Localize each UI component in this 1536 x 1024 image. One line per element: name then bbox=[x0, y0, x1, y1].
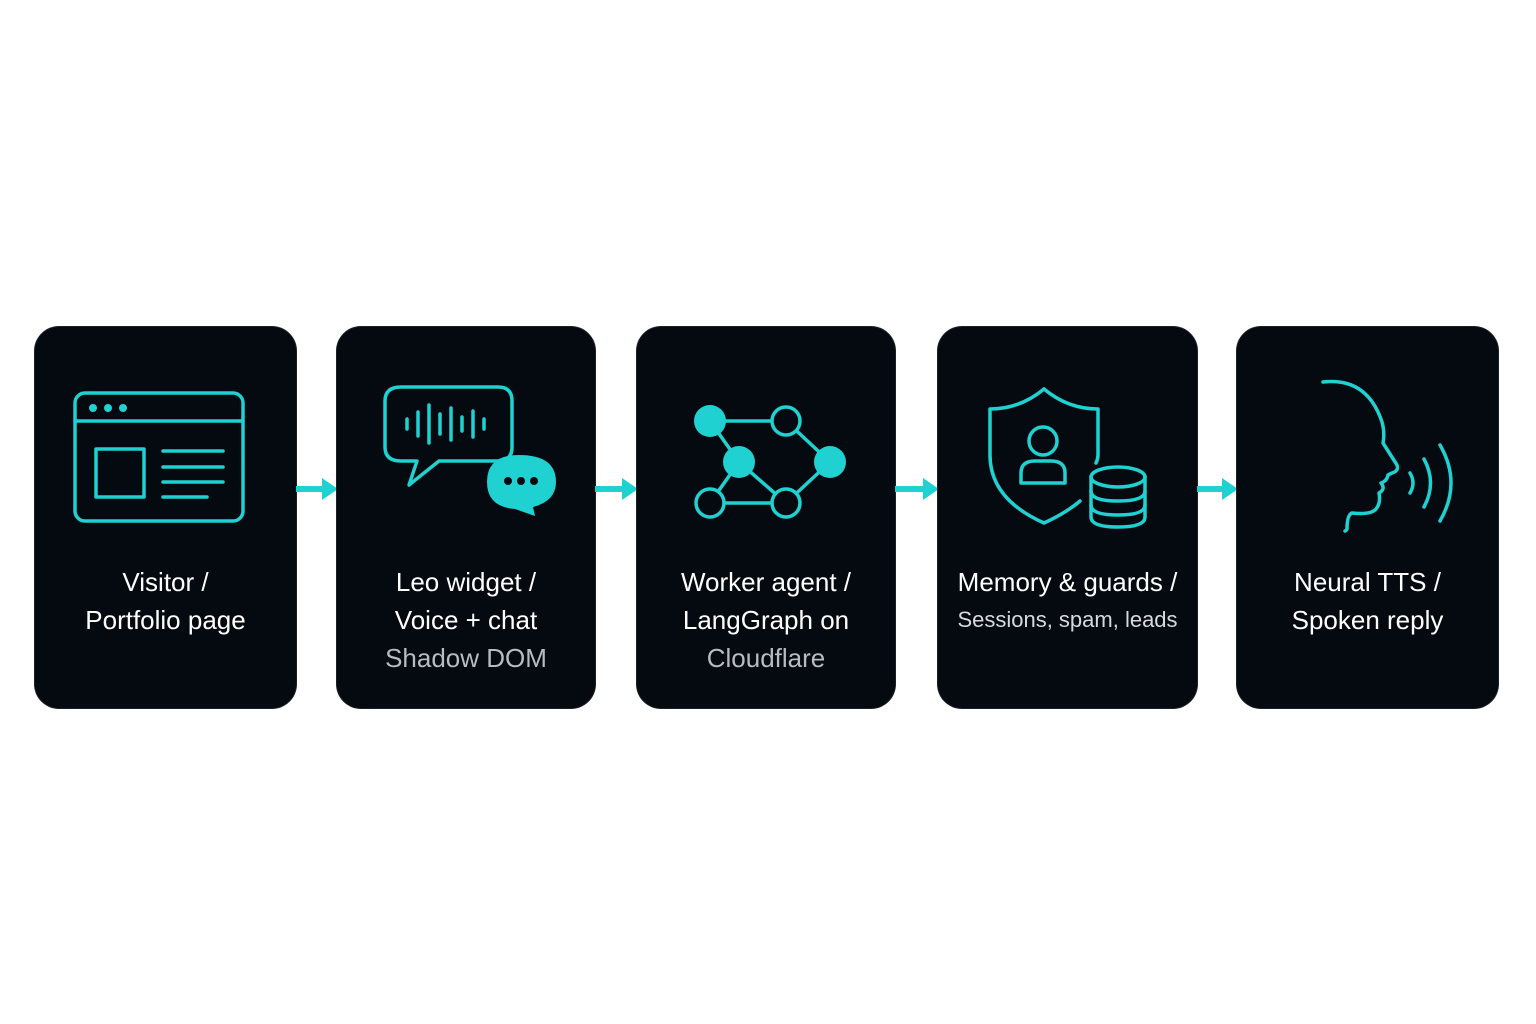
step-subtitle: Portfolio page bbox=[85, 605, 246, 635]
flow-arrow-icon bbox=[296, 474, 338, 504]
step-subtitle: Voice + chat bbox=[394, 605, 538, 635]
step-label: Neural TTS / Spoken reply bbox=[1237, 563, 1498, 639]
voice-chat-bubble-icon bbox=[337, 367, 595, 547]
step-title: Worker agent / bbox=[680, 567, 852, 597]
step-title: Neural TTS / bbox=[1294, 567, 1441, 597]
step-label: Visitor / Portfolio page bbox=[35, 563, 296, 639]
speaking-head-icon bbox=[1237, 367, 1498, 547]
step-subtitle: Spoken reply bbox=[1291, 605, 1444, 635]
graph-network-icon bbox=[637, 367, 895, 547]
step-card-tts: Neural TTS / Spoken reply bbox=[1237, 327, 1498, 708]
flow-arrow-icon bbox=[895, 474, 939, 504]
step-detail: Cloudflare bbox=[706, 643, 826, 673]
step-label: Memory & guards / Sessions, spam, leads bbox=[938, 563, 1197, 639]
step-title: Visitor / bbox=[122, 567, 209, 597]
step-subtitle: Sessions, spam, leads bbox=[957, 607, 1178, 632]
step-subtitle: LangGraph on bbox=[682, 605, 850, 635]
step-card-visitor: Visitor / Portfolio page bbox=[35, 327, 296, 708]
flow-arrow-icon bbox=[595, 474, 638, 504]
flow-arrow-icon bbox=[1197, 474, 1238, 504]
step-card-worker: Worker agent / LangGraph on Cloudflare bbox=[637, 327, 895, 708]
step-card-widget: Leo widget / Voice + chat Shadow DOM bbox=[337, 327, 595, 708]
step-title: Memory & guards / bbox=[957, 567, 1178, 597]
browser-window-icon bbox=[35, 367, 296, 547]
step-card-memory: Memory & guards / Sessions, spam, leads bbox=[938, 327, 1197, 708]
step-detail: Shadow DOM bbox=[385, 643, 547, 673]
shield-database-icon bbox=[938, 367, 1197, 547]
step-label: Worker agent / LangGraph on Cloudflare bbox=[637, 563, 895, 677]
step-title: Leo widget / bbox=[395, 567, 537, 597]
step-label: Leo widget / Voice + chat Shadow DOM bbox=[337, 563, 595, 677]
